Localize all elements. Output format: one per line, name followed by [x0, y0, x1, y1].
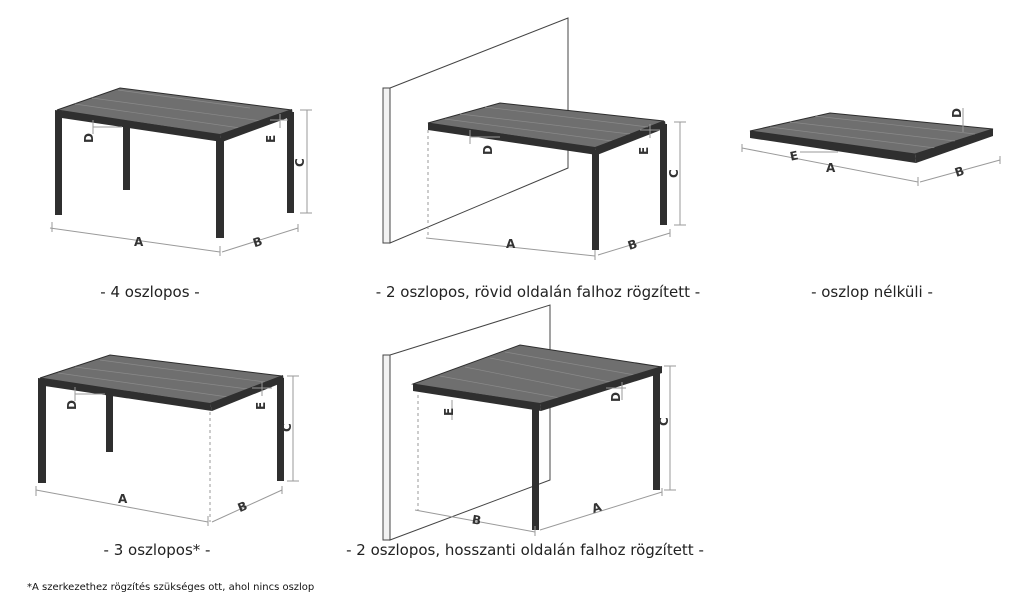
caption-no-posts: - oszlop nélküli - — [811, 283, 933, 301]
caption-two-posts-short-wall: - 2 oszlopos, rövid oldalán falhoz rögzí… — [376, 283, 700, 301]
frame — [55, 110, 222, 142]
dimension-label-a: A — [118, 492, 128, 506]
post — [216, 138, 224, 238]
dimension-label-d: D — [65, 400, 79, 410]
dimension-label-b: B — [236, 499, 250, 515]
dimension-label-c: C — [280, 423, 294, 432]
figure-three-posts: A B C D E — [35, 354, 299, 526]
dimension-label-b: B — [471, 512, 482, 527]
figure-two-posts-long-wall: B A C D E — [382, 304, 676, 541]
footnote: *A szerkezethez rögzítés szükséges ott, … — [27, 581, 314, 593]
dimension-label-a: A — [826, 161, 836, 175]
dimension-label-b: B — [953, 164, 966, 180]
caption-three-posts: - 3 oszlopos* - — [104, 541, 211, 559]
wall — [389, 304, 551, 541]
post — [660, 124, 667, 225]
post — [106, 390, 113, 452]
dimension-label-e: E — [637, 147, 651, 155]
dimension-label-a: A — [506, 237, 516, 251]
post — [55, 112, 62, 215]
figure-two-posts-short-wall: A B C D E — [382, 17, 686, 260]
dimension-label-b: B — [251, 234, 264, 250]
post — [653, 370, 660, 490]
caption-two-posts-long-wall: - 2 oszlopos, hosszanti oldalán falhoz r… — [346, 541, 704, 559]
post — [38, 380, 46, 483]
post — [287, 112, 294, 213]
post — [592, 150, 599, 250]
dimension-label-d: D — [82, 133, 96, 143]
figure-four-posts: A B C D E — [49, 87, 312, 256]
dimension-label-d: D — [481, 145, 495, 155]
dimension-label-d: D — [609, 392, 623, 402]
dimension-label-c: C — [657, 417, 671, 426]
post — [123, 120, 130, 190]
dimension-label-c: C — [667, 169, 681, 178]
dimension-label-c: C — [293, 158, 307, 167]
figure-no-posts: A B D E — [741, 108, 1001, 186]
post — [277, 378, 284, 481]
dimension-label-a: A — [134, 235, 144, 249]
caption-four-posts: - 4 oszlopos - — [100, 283, 199, 301]
dimension-label-e: E — [789, 148, 800, 163]
post — [532, 406, 539, 530]
dimension-label-d: D — [950, 108, 964, 118]
dimension-label-b: B — [626, 237, 639, 253]
dimension-label-e: E — [442, 408, 456, 416]
dimension-label-e: E — [254, 402, 268, 410]
dimension-label-e: E — [264, 135, 278, 143]
